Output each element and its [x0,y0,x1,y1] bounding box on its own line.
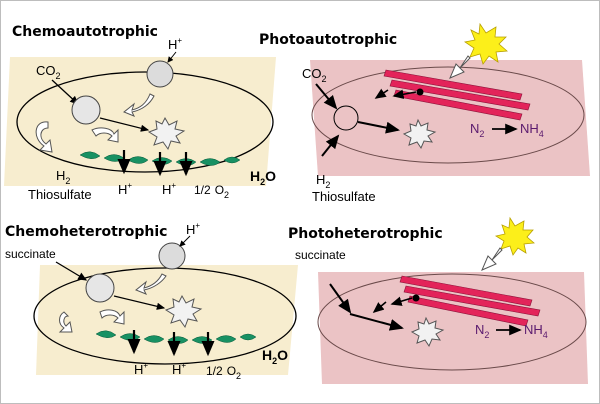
label-h2: H2 [316,172,330,190]
product-burst [402,118,437,150]
title-photoheterotrophic: Photoheterotrophic [288,226,443,242]
product-burst [410,316,445,348]
label-n2: N2 [470,121,484,139]
hollow-arrow-left [35,121,53,153]
proton-out-arrows [117,150,193,177]
label-thiosulfate: Thiosulfate [28,187,92,202]
light-arrow [449,55,471,79]
arrow-succinate [329,283,352,314]
label-nh4: NH4 [524,322,548,340]
label-co2: CO2 [36,63,61,81]
title-chemoheterotrophic: Chemoheterotrophic [5,224,167,240]
label-h-bottom-1: H+ [134,361,148,377]
cell-membrane [16,71,274,173]
label-thiosulfate: Thiosulfate [312,189,376,204]
label-h-bottom-1: H+ [118,181,132,197]
label-co2: CO2 [302,66,327,84]
enzyme-sphere [71,95,101,125]
arrow-to-product [99,117,150,132]
title-chemoautotrophic: Chemoautotrophic [12,24,158,40]
label-h-top: H+ [186,221,200,237]
proton-out-arrows [127,330,215,357]
enzyme-sphere [333,105,359,131]
arrow-to-product [349,313,404,331]
arrow-reduction [372,301,387,314]
photosynthetic-membranes [399,275,541,327]
label-succinate: succinate [5,247,56,261]
title-photoautotrophic: Photoautotrophic [259,32,397,48]
arrow-h2-in [321,134,340,157]
enzyme-sphere [85,273,115,303]
cell-background [4,57,276,186]
hollow-arrow-mid [99,309,125,325]
cell-membrane [33,267,297,365]
sun-icon [494,216,535,256]
proton-sphere [158,242,186,270]
panel-photoheterotrophic: Photoheterotrophic succinate N2 NH [288,216,588,384]
hollow-arrow-left [58,311,73,333]
reaction-center-dot [416,88,424,96]
hollow-arrow-right [123,93,155,117]
panel-chemoheterotrophic: Chemoheterotrophic succinate H+ [5,221,298,381]
label-succinate: succinate [295,248,346,262]
label-h2: H2 [56,168,70,186]
label-h-bottom-2: H+ [162,181,176,197]
reaction-center-dot [412,294,420,302]
hollow-arrow-mid [91,127,119,143]
arrow-co2 [315,83,338,110]
arrow-to-product [113,295,166,310]
label-nh4: NH4 [520,121,544,139]
sun-icon [463,22,508,65]
product-burst [164,294,203,329]
light-arrow [481,247,503,271]
hollow-arrow-right [135,273,167,295]
panel-chemoautotrophic: Chemoautotrophic H+ CO2 [4,24,276,202]
arrow-electron-flow [390,296,413,306]
arrow-to-product [357,121,400,134]
arrow-h-in [179,235,191,247]
label-h-top: H+ [168,36,182,52]
arrow-electron-flow [392,89,417,100]
label-n2: N2 [475,322,489,340]
arrow-co2 [51,79,79,105]
arrow-h-in [167,51,177,63]
label-water: H2O [250,168,276,187]
product-burst [147,116,186,151]
proton-sphere [146,60,174,88]
cell-membrane [317,273,587,371]
panel-photoautotrophic: Photoautotrophic CO2 [259,22,590,204]
label-h-bottom-2: H+ [172,361,186,377]
cell-membrane [311,66,585,164]
label-water: H2O [262,347,288,366]
photosynthetic-membranes [383,69,531,121]
arrow-reduction [374,88,389,99]
arrow-succinate [55,261,88,281]
